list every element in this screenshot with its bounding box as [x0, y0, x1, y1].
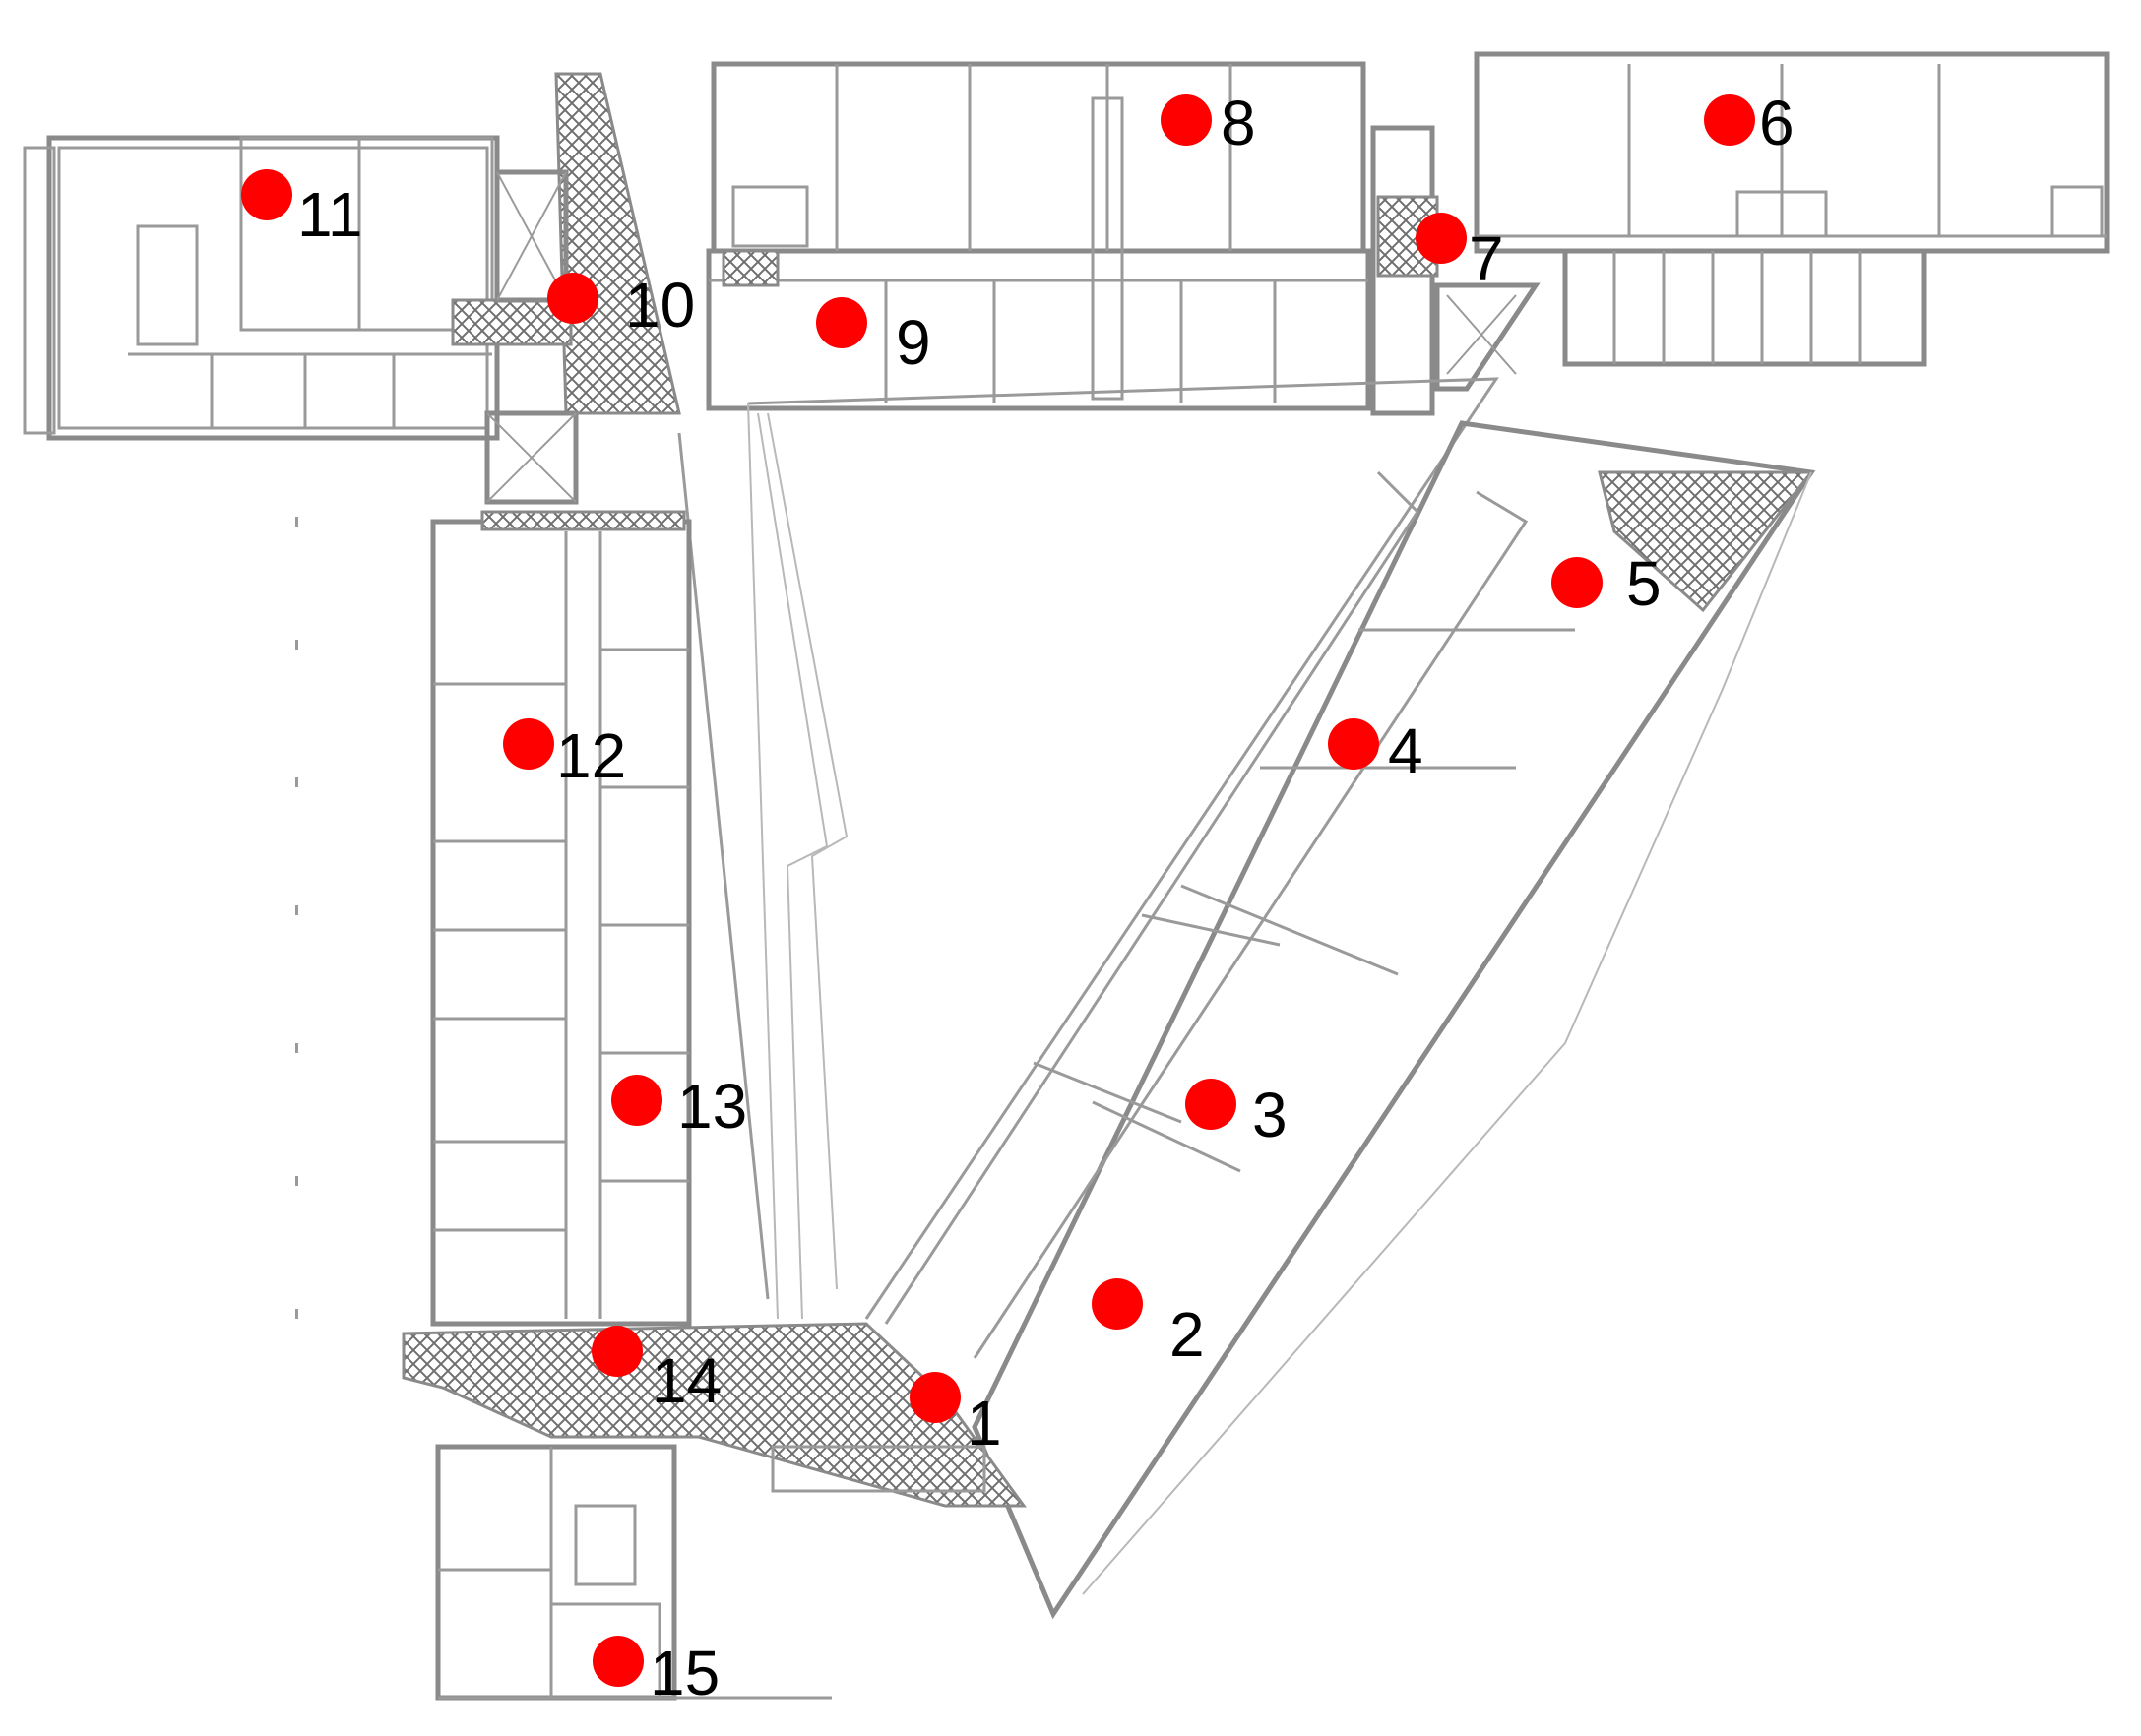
marker-label: 12: [556, 720, 626, 791]
marker-1[interactable]: 1: [910, 1372, 1002, 1458]
marker-dot: [1551, 557, 1603, 608]
marker-label: 11: [297, 179, 362, 250]
marker-dot: [816, 297, 867, 348]
marker-5[interactable]: 5: [1551, 548, 1662, 619]
marker-15[interactable]: 15: [593, 1636, 720, 1708]
marker-dot: [910, 1372, 961, 1423]
marker-6[interactable]: 6: [1704, 88, 1795, 158]
marker-dot: [1092, 1278, 1143, 1330]
south-stub-wing: [435, 1444, 832, 1701]
marker-label: 15: [650, 1638, 720, 1708]
marker-dot: [503, 718, 554, 770]
marker-dot: [1704, 94, 1755, 146]
marker-dot: [1161, 94, 1212, 146]
marker-label: 6: [1759, 88, 1795, 158]
marker-dot: [592, 1326, 643, 1377]
south-hub: [402, 1322, 1027, 1508]
marker-11[interactable]: 11: [241, 169, 362, 250]
marker-7[interactable]: 7: [1416, 213, 1504, 294]
marker-dot: [1185, 1079, 1236, 1130]
marker-13[interactable]: 13: [611, 1071, 747, 1142]
marker-label: 7: [1469, 223, 1504, 294]
marker-14[interactable]: 14: [592, 1326, 722, 1416]
marker-dot: [611, 1075, 662, 1126]
marker-8[interactable]: 8: [1161, 88, 1256, 158]
southeast-diagonal-wing: [884, 420, 1816, 1620]
marker-label: 13: [677, 1071, 747, 1142]
marker-label: 9: [896, 307, 931, 378]
marker-label: 8: [1221, 88, 1256, 158]
marker-dot: [1328, 718, 1379, 770]
marker-dot: [1416, 213, 1467, 264]
measurement-markers: 1 2 3 4 5 6 7 8: [241, 88, 1795, 1708]
marker-4[interactable]: 4: [1328, 715, 1423, 786]
marker-dot: [593, 1636, 644, 1687]
marker-label: 3: [1252, 1080, 1288, 1150]
marker-2[interactable]: 2: [1092, 1278, 1205, 1370]
east-wing: [1474, 51, 2110, 367]
marker-label: 5: [1626, 548, 1662, 619]
north-wing: [706, 61, 1371, 411]
northeast-connector: [1370, 125, 1541, 416]
courtyard: [677, 377, 1499, 1320]
marker-12[interactable]: 12: [503, 718, 626, 791]
marker-10[interactable]: 10: [547, 270, 695, 341]
marker-label: 10: [625, 270, 695, 341]
marker-label: 2: [1169, 1299, 1205, 1370]
marker-dot: [547, 273, 598, 324]
marker-9[interactable]: 9: [816, 297, 931, 378]
marker-label: 1: [967, 1388, 1002, 1458]
marker-dot: [241, 169, 292, 220]
marker-3[interactable]: 3: [1185, 1079, 1288, 1150]
marker-label: 4: [1388, 715, 1423, 786]
marker-label: 14: [652, 1345, 722, 1416]
margin-ticks: [295, 517, 298, 1319]
west-vertical-wing: [430, 510, 692, 1327]
